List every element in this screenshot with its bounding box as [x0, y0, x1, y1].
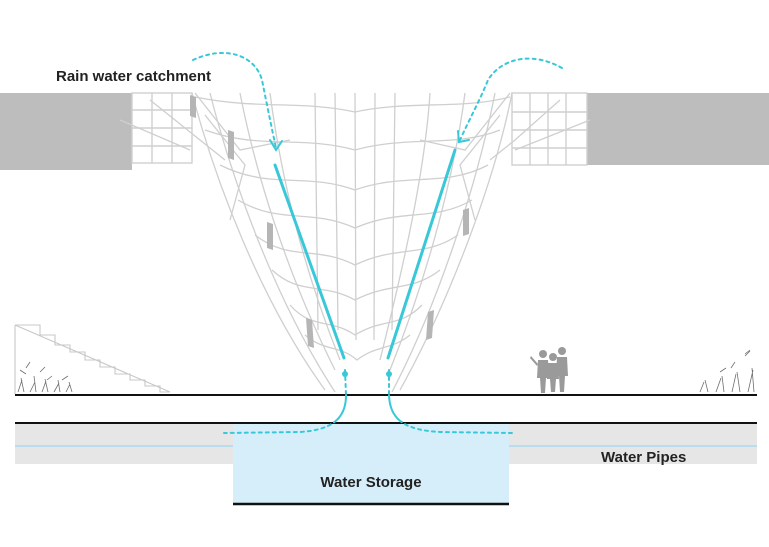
roof-slab-left — [0, 93, 132, 170]
flow-drop-dots — [342, 371, 392, 377]
water-storage-label: Water Storage — [320, 474, 422, 491]
water-flow-main — [273, 148, 457, 360]
roof-frame-left — [131, 92, 193, 164]
flow-arrow-icon — [221, 130, 515, 440]
water-pipes-label: Water Pipes — [601, 449, 687, 466]
roof-slab-right — [587, 93, 769, 165]
funnel-structure — [119, 92, 591, 393]
rain-catchment-label: Rain water catchment — [56, 68, 212, 85]
water-storage-tank — [233, 424, 509, 504]
grass-icon — [17, 349, 755, 393]
storage-flow-dotted — [223, 394, 513, 434]
people-silhouette-icon — [530, 347, 568, 393]
funnel-panels — [190, 95, 469, 348]
rain-flow-dotted — [192, 51, 563, 434]
roof-frame-right — [511, 92, 588, 166]
stairs-left — [14, 324, 171, 394]
